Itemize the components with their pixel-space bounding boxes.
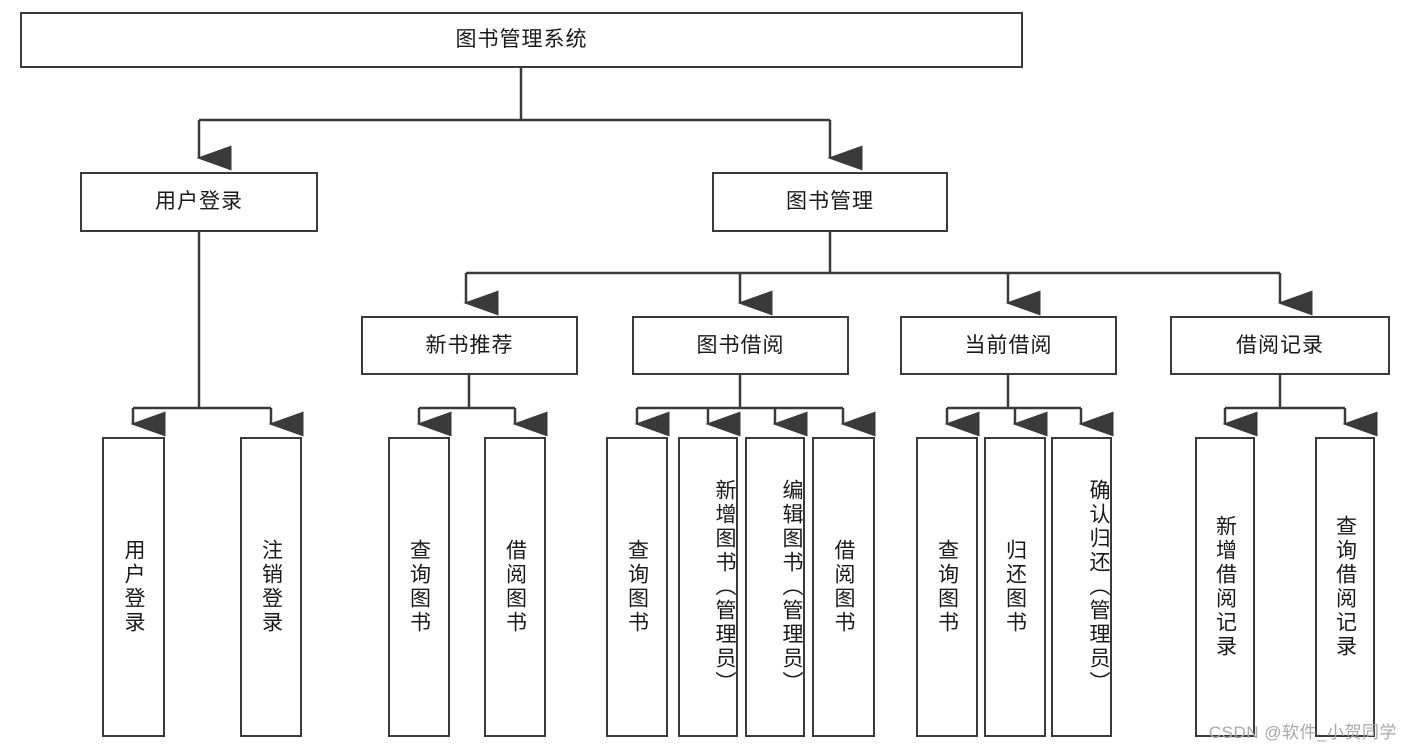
- node-user-login[interactable]: 用户登录: [80, 172, 318, 232]
- node-root[interactable]: 图书管理系统: [20, 12, 1023, 68]
- leaf-logout-login[interactable]: 注销登录: [240, 437, 302, 737]
- leaf-edit-book[interactable]: 编辑图书（管理员）: [745, 437, 805, 737]
- leaf-borrow-book[interactable]: 借阅图书: [812, 437, 875, 737]
- node-current-borrow[interactable]: 当前借阅: [900, 316, 1117, 375]
- leaf-user-login[interactable]: 用户登录: [102, 437, 165, 737]
- leaf-return-book[interactable]: 归还图书: [984, 437, 1046, 737]
- leaf-query-book-current[interactable]: 查询图书: [916, 437, 978, 737]
- leaf-query-book-borrow[interactable]: 查询图书: [606, 437, 668, 737]
- leaf-borrow-book-recommend[interactable]: 借阅图书: [484, 437, 546, 737]
- leaf-query-borrow-record[interactable]: 查询借阅记录: [1315, 437, 1375, 737]
- node-book-borrow[interactable]: 图书借阅: [632, 316, 849, 375]
- csdn-watermark: CSDN @软件_小贺同学: [1208, 723, 1397, 742]
- leaf-confirm-return[interactable]: 确认归还（管理员）: [1051, 437, 1112, 737]
- leaf-add-book[interactable]: 新增图书（管理员）: [678, 437, 738, 737]
- node-borrow-record[interactable]: 借阅记录: [1170, 316, 1390, 375]
- leaf-add-borrow-record[interactable]: 新增借阅记录: [1195, 437, 1255, 737]
- leaf-query-book-recommend[interactable]: 查询图书: [388, 437, 450, 737]
- node-new-book-recommend[interactable]: 新书推荐: [361, 316, 578, 375]
- node-book-manage[interactable]: 图书管理: [712, 172, 948, 232]
